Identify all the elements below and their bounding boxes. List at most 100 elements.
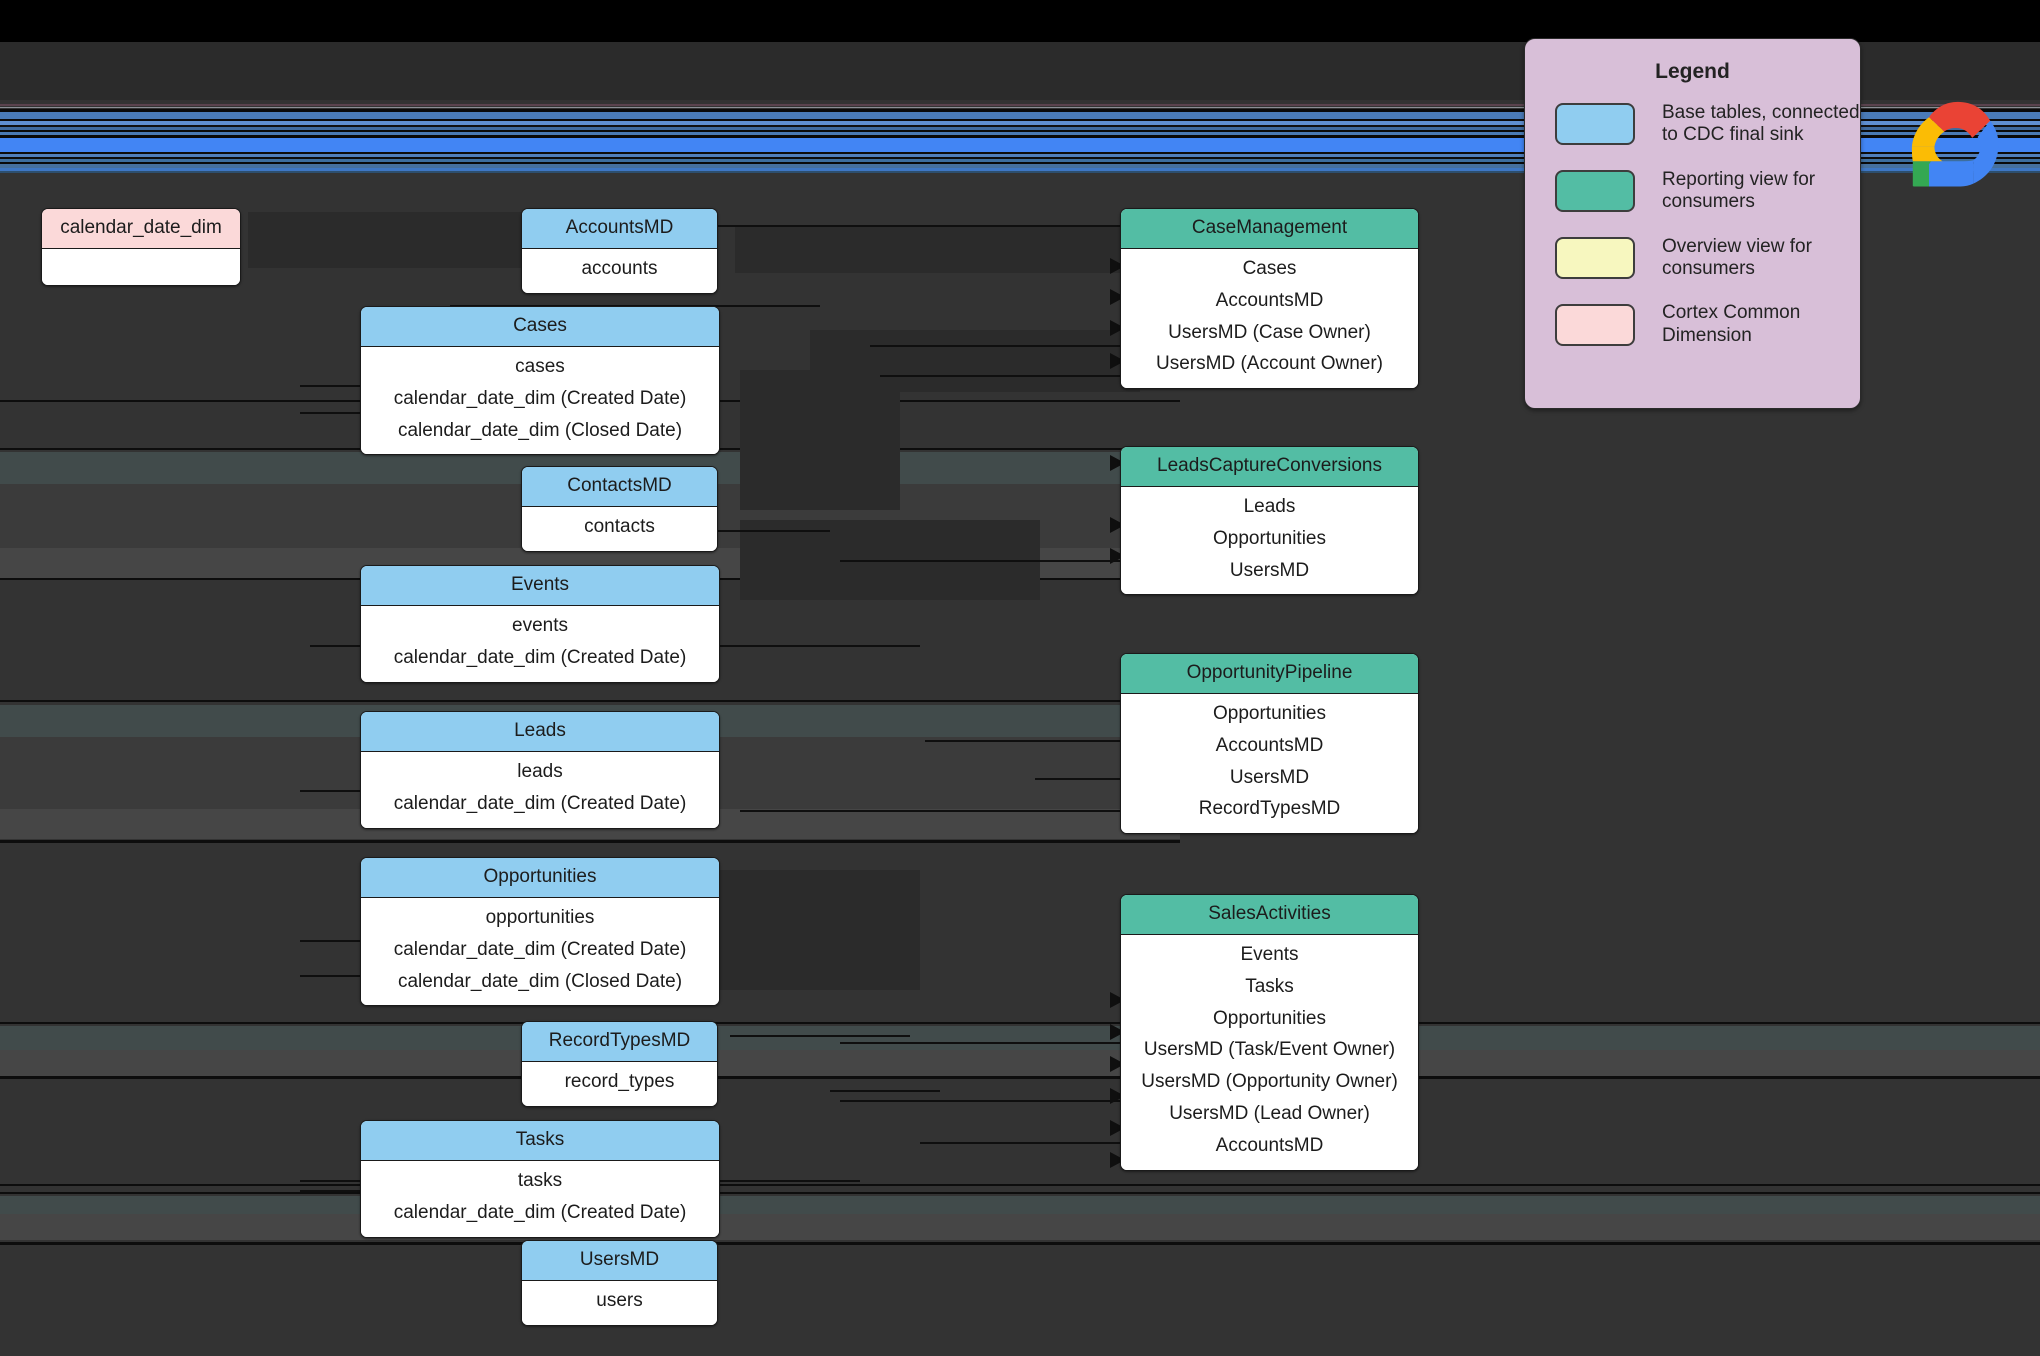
entity-row: Cases bbox=[1242, 257, 1297, 279]
connector-line bbox=[720, 645, 920, 647]
entity-box-salesactivities[interactable]: SalesActivities Events Tasks Opportuniti… bbox=[1120, 894, 1419, 1171]
entity-rows: record_types bbox=[522, 1061, 717, 1106]
connector-line bbox=[925, 740, 1125, 742]
entity-box-opportunitypipeline[interactable]: OpportunityPipeline Opportunities Accoun… bbox=[1120, 653, 1419, 835]
entity-rows: Leads Opportunities UsersMD bbox=[1121, 486, 1418, 595]
legend-label: Cortex Common Dimension bbox=[1662, 302, 1801, 346]
entity-row: users bbox=[596, 1289, 643, 1311]
legend-item-cortex-dimension: Cortex Common Dimension bbox=[1555, 302, 1860, 347]
entity-title: AccountsMD bbox=[522, 209, 717, 249]
entity-box-calendar-date-dim[interactable]: calendar_date_dim bbox=[41, 208, 241, 286]
entity-box-leads[interactable]: Leads leads calendar_date_dim (Created D… bbox=[360, 711, 720, 829]
connector-line bbox=[920, 1142, 1125, 1144]
entity-box-accountsmd[interactable]: AccountsMD accounts bbox=[521, 208, 718, 294]
entity-row: record_types bbox=[564, 1070, 675, 1092]
connector-line bbox=[840, 1100, 1125, 1102]
artifact-band bbox=[735, 225, 1155, 273]
legend-swatch-base-table bbox=[1555, 103, 1635, 146]
entity-box-events[interactable]: Events events calendar_date_dim (Created… bbox=[360, 565, 720, 683]
entity-row: Leads bbox=[1243, 495, 1296, 517]
entity-rows: users bbox=[522, 1280, 717, 1325]
entity-title: UsersMD bbox=[522, 1241, 717, 1281]
artifact-line bbox=[0, 1242, 2040, 1245]
entity-box-casemanagement[interactable]: CaseManagement Cases AccountsMD UsersMD … bbox=[1120, 208, 1419, 390]
connector-line bbox=[300, 1190, 360, 1192]
legend-swatch-reporting-view bbox=[1555, 170, 1635, 213]
connector-line bbox=[840, 1042, 1125, 1044]
entity-box-leadscaptureconversions[interactable]: LeadsCaptureConversions Leads Opportunit… bbox=[1120, 446, 1419, 596]
connector-line bbox=[310, 645, 360, 647]
entity-row: contacts bbox=[584, 515, 655, 537]
legend-title: Legend bbox=[1655, 60, 1730, 83]
connector-line bbox=[300, 940, 360, 942]
legend-item-reporting-view: Reporting view for consumers bbox=[1555, 169, 1860, 214]
entity-row: Tasks bbox=[1245, 975, 1294, 997]
entity-title: RecordTypesMD bbox=[522, 1022, 717, 1062]
entity-row: calendar_date_dim (Closed Date) bbox=[397, 970, 683, 992]
entity-rows: events calendar_date_dim (Created Date) bbox=[361, 605, 719, 682]
entity-title: SalesActivities bbox=[1121, 895, 1418, 935]
entity-box-opportunities[interactable]: Opportunities opportunities calendar_dat… bbox=[360, 857, 720, 1007]
entity-row: accounts bbox=[581, 257, 658, 279]
entity-row: leads bbox=[517, 760, 563, 782]
artifact-line bbox=[0, 840, 1180, 843]
entity-row: UsersMD (Lead Owner) bbox=[1169, 1103, 1370, 1125]
connector-line bbox=[1035, 778, 1125, 780]
entity-row: Opportunities bbox=[1212, 527, 1326, 549]
entity-box-cases[interactable]: Cases cases calendar_date_dim (Created D… bbox=[360, 306, 720, 456]
entity-row: calendar_date_dim (Created Date) bbox=[393, 646, 687, 668]
connector-line bbox=[300, 790, 360, 792]
entity-title: ContactsMD bbox=[522, 467, 717, 507]
entity-box-usersmd[interactable]: UsersMD users bbox=[521, 1240, 718, 1326]
entity-row: calendar_date_dim (Closed Date) bbox=[397, 419, 683, 441]
entity-rows: opportunities calendar_date_dim (Created… bbox=[361, 897, 719, 1006]
entity-row: UsersMD bbox=[1229, 559, 1310, 581]
entity-title: Leads bbox=[361, 712, 719, 752]
artifact-line bbox=[0, 1076, 2040, 1079]
entity-rows: Events Tasks Opportunities UsersMD (Task… bbox=[1121, 934, 1418, 1170]
entity-title: calendar_date_dim bbox=[42, 209, 240, 249]
entity-row: calendar_date_dim (Created Date) bbox=[393, 938, 687, 960]
artifact-band bbox=[810, 330, 1140, 392]
artifact-line bbox=[0, 1022, 2040, 1024]
artifact-band bbox=[0, 1214, 2040, 1240]
entity-row: UsersMD (Account Owner) bbox=[1156, 353, 1383, 375]
connector-line bbox=[880, 375, 1125, 377]
entity-row: UsersMD (Opportunity Owner) bbox=[1141, 1071, 1398, 1093]
entity-title: OpportunityPipeline bbox=[1121, 654, 1418, 694]
entity-title: Tasks bbox=[361, 1121, 719, 1161]
entity-title: Opportunities bbox=[361, 858, 719, 898]
entity-row: RecordTypesMD bbox=[1198, 798, 1341, 820]
entity-row: UsersMD bbox=[1229, 766, 1310, 788]
legend-label: Overview view for consumers bbox=[1662, 235, 1812, 280]
entity-rows: contacts bbox=[522, 506, 717, 551]
entity-row: AccountsMD bbox=[1215, 734, 1324, 756]
entity-rows: leads calendar_date_dim (Created Date) bbox=[361, 751, 719, 828]
entity-rows: tasks calendar_date_dim (Created Date) bbox=[361, 1160, 719, 1237]
entity-box-tasks[interactable]: Tasks tasks calendar_date_dim (Created D… bbox=[360, 1120, 720, 1238]
legend-label: Base tables, connected to CDC final sink bbox=[1662, 102, 1860, 146]
entity-row: AccountsMD bbox=[1215, 289, 1324, 311]
entity-row: Opportunities bbox=[1212, 1007, 1326, 1029]
entity-row: Events bbox=[1240, 943, 1299, 965]
entity-row: calendar_date_dim (Created Date) bbox=[393, 1201, 687, 1223]
connector-line bbox=[300, 412, 360, 414]
google-cloud-logo bbox=[1911, 101, 1999, 187]
entity-box-recordtypesmd[interactable]: RecordTypesMD record_types bbox=[521, 1021, 718, 1107]
entity-rows: accounts bbox=[522, 248, 717, 293]
artifact-band bbox=[740, 370, 900, 510]
entity-row: calendar_date_dim (Created Date) bbox=[393, 387, 687, 409]
entity-row: opportunities bbox=[485, 906, 595, 928]
artifact-band bbox=[0, 1196, 2040, 1214]
entity-title: Cases bbox=[361, 307, 719, 347]
entity-row: Opportunities bbox=[1212, 702, 1326, 724]
entity-rows: cases calendar_date_dim (Created Date) c… bbox=[361, 346, 719, 455]
entity-title: CaseManagement bbox=[1121, 209, 1418, 249]
entity-rows: Opportunities AccountsMD UsersMD RecordT… bbox=[1121, 693, 1418, 834]
artifact-band bbox=[248, 212, 560, 268]
connector-line bbox=[300, 975, 360, 977]
entity-row: calendar_date_dim (Created Date) bbox=[393, 792, 687, 814]
entity-box-contactsmd[interactable]: ContactsMD contacts bbox=[521, 466, 718, 552]
entity-row: AccountsMD bbox=[1215, 1134, 1324, 1156]
